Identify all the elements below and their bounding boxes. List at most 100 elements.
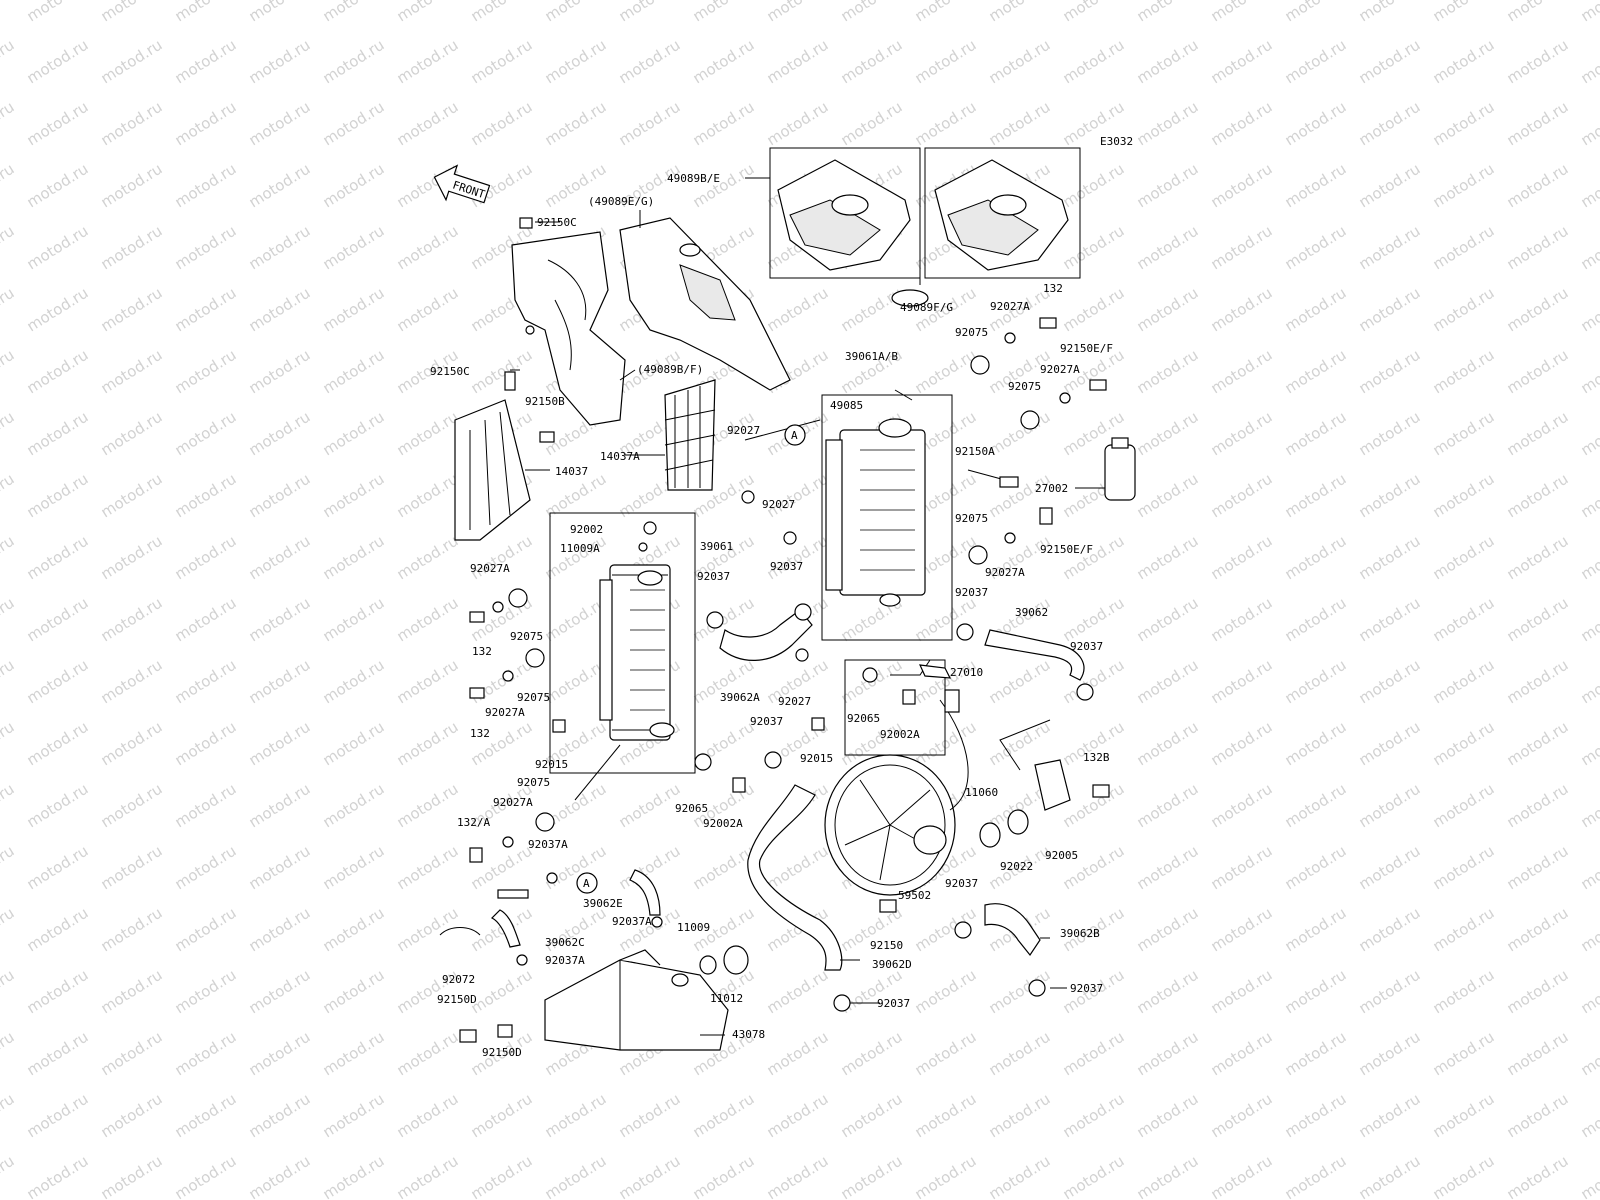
hose-39062a [719,609,813,661]
watermark-text: motod.ru [1578,408,1600,460]
watermark-text: motod.ru [0,594,17,646]
watermark-text: motod.ru [764,1028,832,1080]
part-label: 59502 [898,889,931,902]
watermark-text: motod.ru [246,470,314,522]
watermark-text: motod.ru [1430,842,1498,894]
ref-marker-a-top-label: A [791,429,798,442]
watermark-text: motod.ru [764,98,832,150]
part-label: 92027A [485,706,525,719]
watermark-text: motod.ru [1282,160,1350,212]
watermark-text: motod.ru [1504,160,1572,212]
watermark-text: motod.ru [394,904,462,956]
watermark-text: motod.ru [246,656,314,708]
watermark-text: motod.ru [1134,780,1202,832]
watermark-text: motod.ru [1134,718,1202,770]
watermark-text: motod.ru [1060,1090,1128,1142]
watermark-text: motod.ru [246,842,314,894]
watermark-text: motod.ru [912,718,980,770]
radiator-grille-left [454,399,531,541]
part-label: 92150C [537,216,577,229]
watermark-text: motod.ru [98,160,166,212]
watermark-text: motod.ru [98,36,166,88]
watermark-text: motod.ru [172,98,240,150]
watermark-text: motod.ru [246,222,314,274]
watermark-text: motod.ru [320,532,388,584]
watermark-text: motod.ru [320,408,388,460]
watermark-text: motod.ru [246,1090,314,1142]
watermark-text: motod.ru [912,98,980,150]
watermark-text: motod.ru [320,284,388,336]
watermark-text: motod.ru [986,0,1054,25]
watermark-text: motod.ru [24,408,92,460]
decal-box-b-e [769,147,921,279]
watermark-text: motod.ru [394,1090,462,1142]
watermark-text: motod.ru [246,284,314,336]
part-label: 92027 [727,424,760,437]
watermark-text: motod.ru [98,966,166,1018]
watermark-text: motod.ru [98,656,166,708]
watermark-text: motod.ru [1060,1152,1128,1200]
part-label: 92027A [470,562,510,575]
watermark-text: motod.ru [468,0,536,25]
watermark-text: motod.ru [394,284,462,336]
watermark-text: motod.ru [690,1090,758,1142]
part-label: 92002A [703,817,743,830]
watermark-text: motod.ru [912,346,980,398]
watermark-text: motod.ru [172,966,240,1018]
watermark-text: motod.ru [616,36,684,88]
part-label: 92150D [437,993,477,1006]
watermark-text: motod.ru [1430,160,1498,212]
watermark-text: motod.ru [542,532,610,584]
part-label: 39062B [1060,927,1100,940]
watermark-text: motod.ru [320,1090,388,1142]
watermark-text: motod.ru [1282,842,1350,894]
watermark-text: motod.ru [912,966,980,1018]
watermark-text: motod.ru [468,718,536,770]
part-label: 92075 [517,691,550,704]
watermark-text: motod.ru [172,1152,240,1200]
part-label: 92015 [800,752,833,765]
part-label: 92150C [430,365,470,378]
watermark-text: motod.ru [0,532,17,584]
hose-39062b [984,903,1041,957]
watermark-text: motod.ru [172,222,240,274]
part-label: 92075 [955,512,988,525]
watermark-text: motod.ru [1504,470,1572,522]
watermark-text: motod.ru [24,718,92,770]
watermark-text: motod.ru [172,842,240,894]
radiator-left-outline [549,512,696,774]
watermark-text: motod.ru [1430,1028,1498,1080]
watermark-text: motod.ru [172,780,240,832]
watermark-text: motod.ru [1578,1028,1600,1080]
watermark-text: motod.ru [172,718,240,770]
watermark-text: motod.ru [1430,594,1498,646]
hose-39062 [984,629,1085,681]
watermark-text: motod.ru [690,1152,758,1200]
watermark-text: motod.ru [246,718,314,770]
watermark-text: motod.ru [1430,1152,1498,1200]
watermark-text: motod.ru [1134,470,1202,522]
watermark-text: motod.ru [98,842,166,894]
part-label: 92150E/F [1060,342,1113,355]
part-label: 43078 [732,1028,765,1041]
watermark-text: motod.ru [320,780,388,832]
watermark-text: motod.ru [1356,594,1424,646]
watermark-text: motod.ru [98,594,166,646]
watermark-text: motod.ru [1504,408,1572,460]
watermark-text: motod.ru [1356,470,1424,522]
watermark-text: motod.ru [98,408,166,460]
watermark-text: motod.ru [1430,36,1498,88]
watermark-text: motod.ru [1578,904,1600,956]
watermark-text: motod.ru [1134,1028,1202,1080]
watermark-text: motod.ru [1208,718,1276,770]
part-label: 92027A [985,566,1025,579]
watermark-text: motod.ru [98,532,166,584]
watermark-text: motod.ru [764,966,832,1018]
watermark-text: motod.ru [0,718,17,770]
watermark-text: motod.ru [764,0,832,25]
watermark-text: motod.ru [1578,98,1600,150]
watermark-text: motod.ru [24,904,92,956]
watermark-text: motod.ru [0,966,17,1018]
watermark-text: motod.ru [1282,532,1350,584]
watermark-text: motod.ru [1356,284,1424,336]
